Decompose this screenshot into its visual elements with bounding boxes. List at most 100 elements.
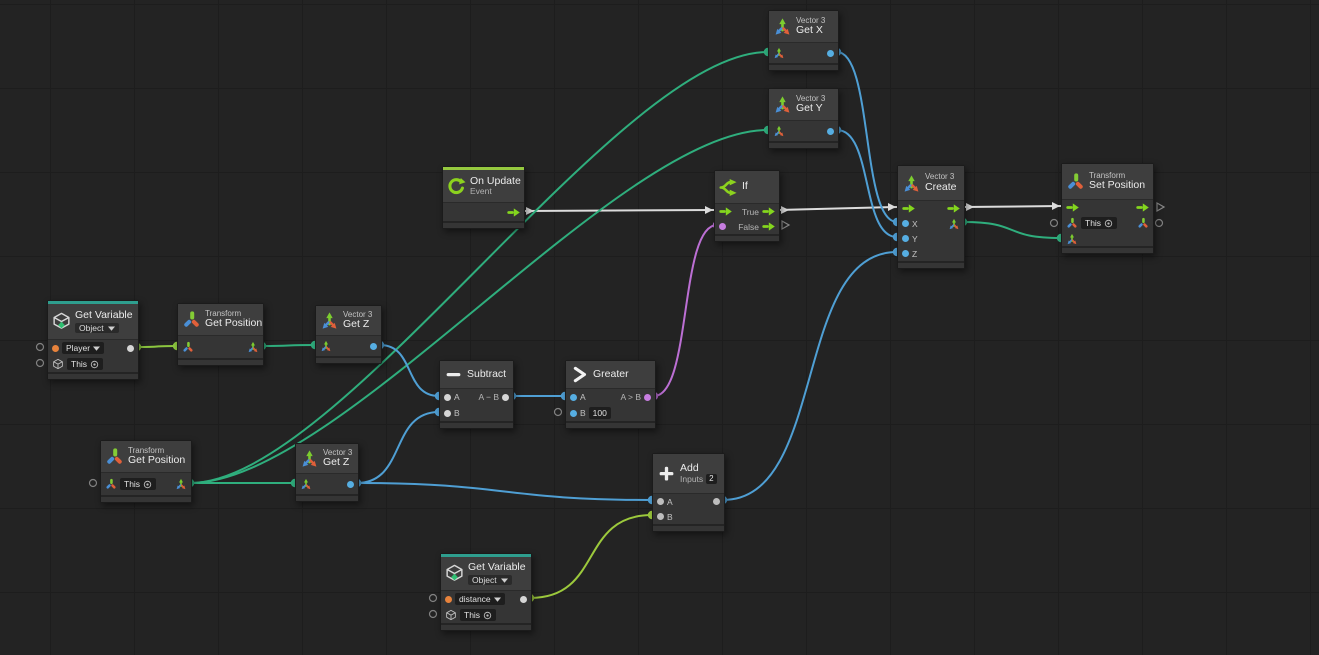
flow-arrow[interactable] [507, 207, 520, 217]
variable-kind-dropdown[interactable]: Object [75, 322, 119, 334]
port-dot-white[interactable] [444, 409, 451, 417]
port-dot-blue[interactable] [570, 393, 577, 401]
port-dot-blue[interactable] [902, 235, 909, 242]
vector3-icon[interactable] [320, 340, 332, 352]
transform-icon[interactable] [105, 478, 117, 490]
port-dot-orange[interactable] [445, 595, 452, 603]
flow-arrow[interactable] [762, 222, 775, 231]
inputs-count-badge[interactable]: 2 [706, 473, 717, 485]
vector3-icon[interactable] [1066, 233, 1078, 245]
port-dot-orange[interactable] [52, 344, 59, 352]
data-wire[interactable] [722, 251, 898, 501]
flow-wire[interactable] [962, 205, 1062, 208]
variable-name-dropdown[interactable]: distance [455, 593, 505, 605]
flow-wire[interactable] [777, 206, 898, 211]
variable-kind-dropdown[interactable]: Object [468, 574, 512, 586]
data-wire[interactable] [189, 51, 769, 484]
flow-arrow[interactable] [947, 204, 960, 213]
node-header[interactable]: Greater [566, 361, 655, 389]
value-field[interactable]: This [1081, 217, 1118, 229]
port-dot-blue[interactable] [902, 220, 909, 227]
data-wire[interactable] [653, 224, 718, 397]
port-dot-white[interactable] [502, 393, 509, 401]
cube-icon[interactable] [445, 609, 457, 621]
port-dot-white[interactable] [127, 344, 134, 352]
port-dot-purple[interactable] [719, 223, 726, 230]
transform-icon[interactable] [182, 341, 194, 353]
flow-arrow[interactable] [1136, 203, 1149, 212]
unconnected-port-circle[interactable] [428, 609, 438, 619]
vector3-icon[interactable] [948, 218, 960, 230]
vector3-icon[interactable] [175, 478, 187, 490]
object-picker-icon[interactable] [143, 480, 152, 489]
unconnected-port-circle[interactable] [88, 478, 98, 488]
object-picker-icon[interactable] [1104, 219, 1113, 228]
cube-icon[interactable] [52, 358, 64, 370]
data-wire[interactable] [836, 129, 898, 238]
unconnected-port-circle[interactable] [35, 358, 45, 368]
data-wire[interactable] [529, 514, 653, 599]
port-dot-blue[interactable] [827, 49, 834, 57]
port-dot-purple[interactable] [644, 393, 651, 401]
node-header[interactable]: If [715, 171, 779, 204]
port-dot-gray[interactable] [657, 498, 664, 505]
port-dot-gray[interactable] [657, 513, 664, 520]
vector3-icon[interactable] [300, 478, 312, 490]
value-field[interactable]: 100 [588, 407, 611, 419]
port-dot-blue[interactable] [570, 409, 577, 417]
object-picker-icon[interactable] [90, 360, 99, 369]
vector3-icon[interactable] [773, 125, 785, 137]
data-wire[interactable] [962, 221, 1062, 239]
port-dot-blue[interactable] [902, 250, 909, 257]
object-picker-icon[interactable] [483, 611, 492, 620]
port-dot-gray[interactable] [713, 498, 720, 505]
data-wire[interactable] [836, 51, 898, 223]
flow-arrow[interactable] [902, 204, 915, 213]
unconnected-port-circle[interactable] [1049, 218, 1059, 228]
data-wire[interactable] [136, 345, 178, 348]
unconnected-port-circle[interactable] [1154, 218, 1164, 228]
port-dot-blue[interactable] [370, 342, 377, 350]
transform-icon[interactable] [1066, 217, 1078, 229]
node-header[interactable]: Subtract [440, 361, 513, 389]
flow-arrow[interactable] [762, 207, 775, 216]
value-field[interactable]: This [120, 478, 157, 490]
data-wire[interactable] [261, 344, 316, 347]
variable-name-dropdown[interactable]: Player [62, 342, 105, 354]
unconnected-port-circle[interactable] [553, 407, 563, 417]
transform-icon[interactable] [1137, 217, 1149, 229]
data-wire[interactable] [379, 344, 440, 397]
unconnected-port-circle[interactable] [428, 593, 438, 603]
vector3-icon[interactable] [247, 341, 259, 353]
data-wire[interactable] [189, 129, 769, 484]
flow-wire[interactable] [522, 209, 715, 212]
flow-arrow[interactable] [1066, 203, 1079, 212]
value-field[interactable]: This [67, 358, 104, 370]
